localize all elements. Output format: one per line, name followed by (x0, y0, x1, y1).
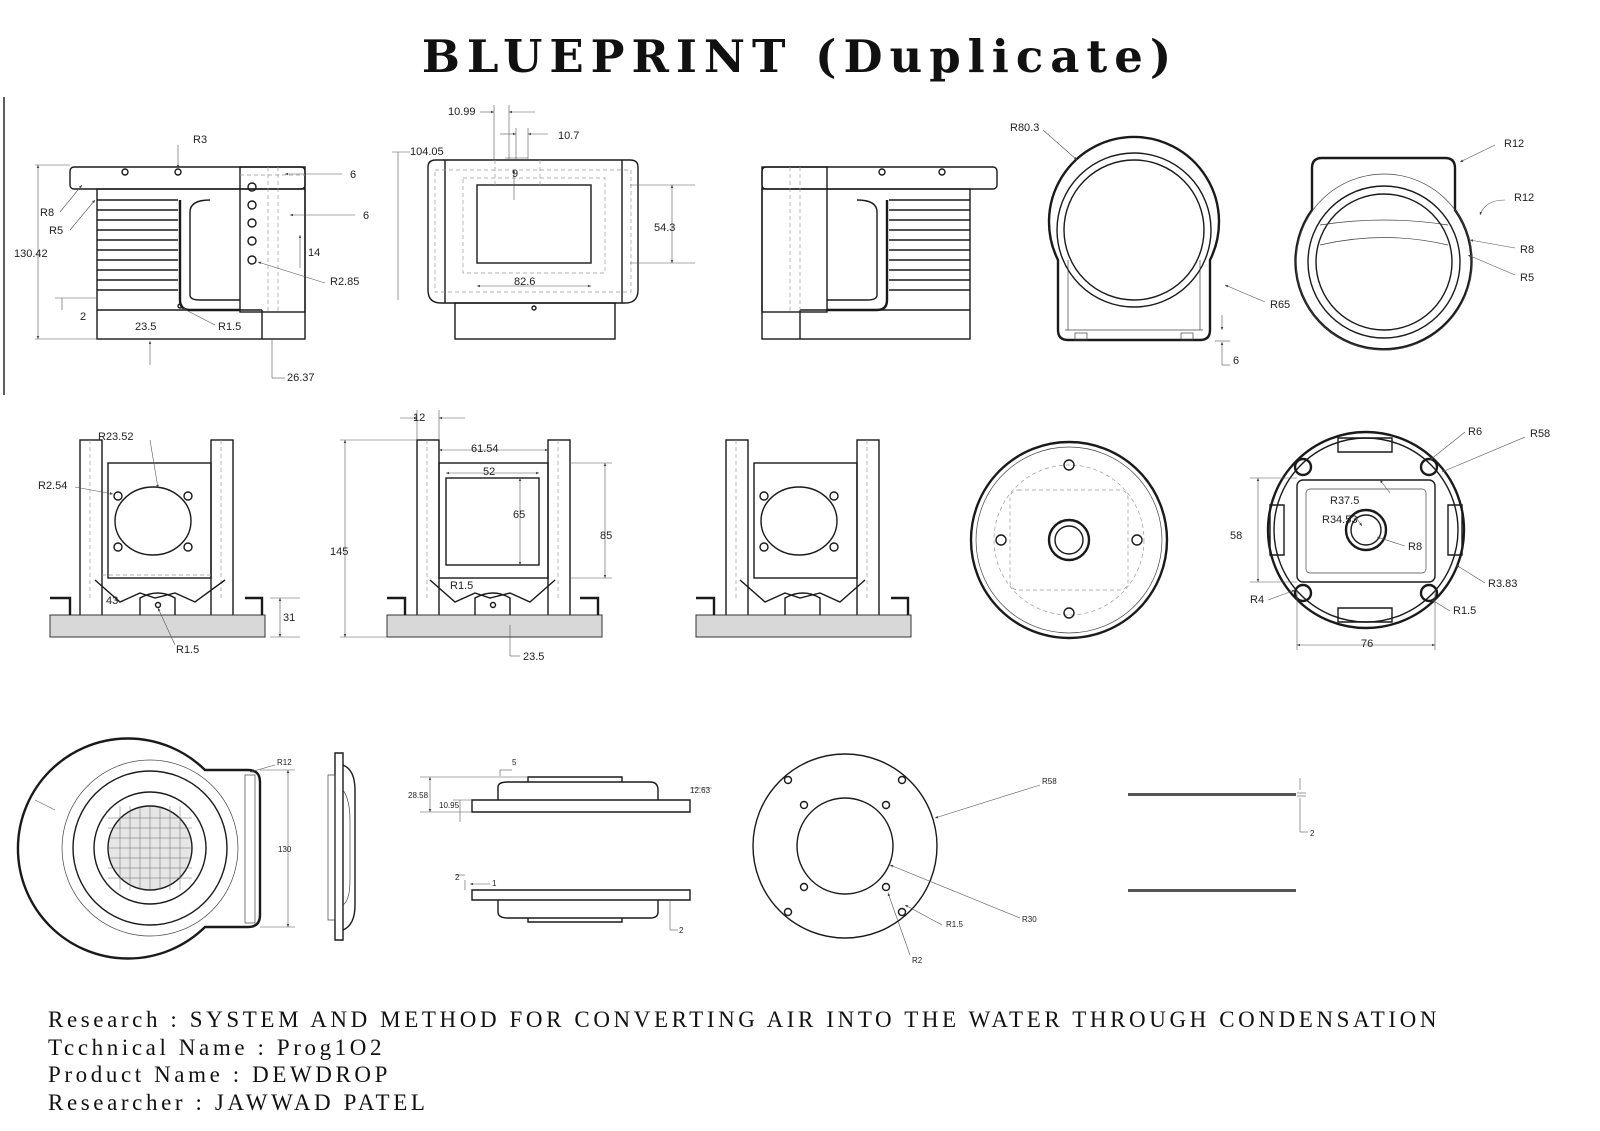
side-elevation-right (761, 166, 998, 340)
dim-r8: R8 (1520, 244, 1534, 256)
dim-2: 2 (1310, 829, 1315, 838)
dim-6-a: 6 (350, 169, 356, 181)
dim-height-130-42: 130.42 (14, 248, 48, 260)
dim-r1-5: R1.5 (176, 644, 199, 656)
dim-r58: R58 (1042, 777, 1057, 786)
dim-2: 2 (80, 311, 86, 323)
cap-filter-view: R12 130 (16, 737, 295, 960)
dim-r34-53: R34.53 (1322, 514, 1357, 526)
cap-side-profile (327, 752, 356, 941)
dim-r3-83: R3.83 (1488, 578, 1517, 590)
dim-r1-5: R1.5 (218, 321, 241, 333)
dim-r80-3: R80.3 (1010, 122, 1039, 134)
dim-r12: R12 (277, 758, 292, 767)
lid-side-profiles: 5 28.58 10.95 12.63 2 1 2 (408, 758, 712, 935)
rod-top (1128, 793, 1296, 796)
dim-r5: R5 (49, 225, 63, 237)
bottom-ring-view: R12 R12 R8 R5 (1294, 138, 1534, 351)
dim-r3: R3 (193, 134, 207, 146)
dim-r65: R65 (1270, 299, 1290, 311)
rods-view: 2 (1128, 778, 1315, 892)
dim-r1-5: R1.5 (946, 920, 963, 929)
dim-43: 43 (106, 595, 118, 607)
research-line: Research : SYSTEM AND METHOD FOR CONVERT… (48, 1007, 1441, 1032)
dim-12: 12 (413, 412, 425, 424)
dim-10-95: 10.95 (439, 801, 460, 810)
dim-5: 5 (512, 758, 517, 767)
side-elevation-left: R3 R8 R5 130.42 6 6 14 R2.85 2 23.5 R1.5… (14, 134, 410, 384)
dim-104-05: 104.05 (410, 146, 444, 158)
dim-6-b: 6 (363, 210, 369, 222)
dim-61-54: 61.54 (471, 443, 499, 455)
top-ring-view: R80.3 R65 6 (1010, 122, 1290, 367)
base-plan-view (969, 440, 1169, 640)
dim-145: 145 (330, 546, 348, 558)
sheet-title: BLUEPRINT (Duplicate) (421, 30, 1179, 83)
dim-r58: R58 (1530, 428, 1550, 440)
dim-r30: R30 (1022, 915, 1037, 924)
front-elevation: 10.99 10.7 104.05 9 54.3 82.6 (410, 105, 695, 340)
dim-r12-a: R12 (1504, 138, 1524, 150)
base-plan-detail: R6 R58 R37.5 R34.53 R8 58 R4 R3.83 R1.5 … (1230, 426, 1550, 650)
section-view-middle: 12 61.54 52 65 85 145 R1.5 23.5 (330, 410, 612, 663)
dim-1: 1 (492, 879, 497, 888)
dim-r23-52: R23.52 (98, 431, 133, 443)
dim-12-63: 12.63 (690, 786, 711, 795)
product-name-line: Product Name : DEWDROP (48, 1062, 392, 1087)
dim-r1-5: R1.5 (1453, 605, 1476, 617)
dim-6: 6 (1233, 355, 1239, 367)
dim-31: 31 (283, 612, 295, 624)
dim-r37-5: R37.5 (1330, 495, 1359, 507)
filter-mesh (108, 806, 192, 890)
dim-54-3: 54.3 (654, 222, 675, 234)
dim-r5: R5 (1520, 272, 1534, 284)
dim-58: 58 (1230, 530, 1242, 542)
dim-52: 52 (483, 466, 495, 478)
dim-23-5: 23.5 (135, 321, 156, 333)
technical-name-line: Tcchnical Name : Prog1O2 (48, 1034, 386, 1060)
dim-28-58: 28.58 (408, 791, 429, 800)
rod-bottom (1128, 889, 1296, 892)
dim-r4: R4 (1250, 594, 1264, 606)
dim-23-5: 23.5 (523, 651, 544, 663)
dim-65: 65 (513, 509, 525, 521)
dim-r8: R8 (1408, 541, 1422, 553)
dim-26-37: 26.37 (287, 372, 315, 384)
dim-r6: R6 (1468, 426, 1482, 438)
title-block: Research : SYSTEM AND METHOD FOR CONVERT… (48, 1006, 1440, 1116)
dim-130: 130 (278, 845, 292, 854)
ring-plate-view: R58 R1.5 R30 R2 (752, 753, 1057, 965)
dim-10-7: 10.7 (558, 130, 579, 142)
dim-14: 14 (308, 247, 320, 259)
researcher-line: Researcher : JAWWAD PATEL (48, 1089, 429, 1115)
dim-2-a: 2 (455, 873, 460, 882)
section-view-right (695, 439, 912, 638)
dim-76: 76 (1361, 638, 1373, 650)
dim-r12-b: R12 (1514, 192, 1534, 204)
dim-r2-85: R2.85 (330, 276, 359, 288)
dim-r2: R2 (912, 956, 923, 965)
dim-10-99: 10.99 (448, 106, 476, 118)
section-view-left: R23.52 R2.54 43 31 R1.5 (38, 431, 300, 656)
dim-82-6: 82.6 (514, 276, 535, 288)
dim-r2-54: R2.54 (38, 480, 67, 492)
dim-2-b: 2 (679, 926, 684, 935)
dim-r8: R8 (40, 207, 54, 219)
dim-9: 9 (512, 168, 518, 180)
dim-85: 85 (600, 530, 612, 542)
dim-r1-5: R1.5 (450, 580, 473, 592)
